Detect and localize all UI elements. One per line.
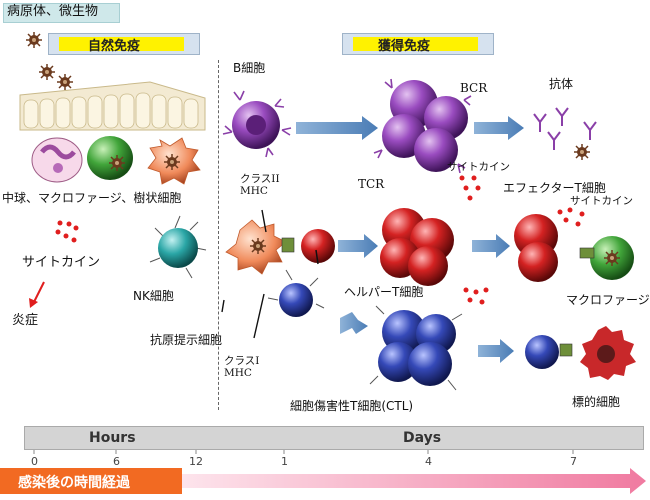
hours-label: Hours	[89, 430, 136, 446]
neutrophil-cell	[31, 137, 83, 183]
plasma-bcr	[373, 78, 472, 174]
tick-label: 12	[189, 455, 203, 468]
cytokine-dots-low	[463, 287, 489, 305]
macrophage-cell	[87, 136, 133, 180]
days-label: Days	[403, 430, 442, 446]
inflammation-arrow	[29, 281, 45, 308]
cytokine-dots-left	[55, 220, 79, 243]
cytotoxic-t-cell	[267, 269, 325, 317]
arrow-helper-to-cluster	[338, 234, 378, 258]
ctl-receptors	[369, 305, 463, 391]
innate-cells-label: 中球、マクロファージ、樹状細胞	[2, 191, 182, 205]
time-axis-title: 感染後の時間経過	[18, 475, 130, 491]
bcr-receptors	[222, 90, 292, 158]
adaptive-phase-highlight	[353, 37, 478, 51]
time-arrow	[182, 468, 646, 494]
helper-t-label: ヘルパーT細胞	[344, 285, 424, 299]
inflammation-label: 炎症	[12, 313, 39, 328]
b-cell	[232, 101, 280, 149]
target-cell-label: 標的細胞	[572, 395, 621, 409]
pathogen-label: 病原体、微生物	[7, 4, 99, 19]
arrow-plasma-to-antibody	[474, 116, 524, 140]
plasma-cell-cluster	[382, 80, 468, 172]
cytokine-label-right: サイトカイン	[570, 195, 633, 207]
effector-ctl	[525, 335, 573, 369]
tick-label: 4	[425, 455, 432, 468]
tick-label: 1	[281, 455, 288, 468]
arrow-bcell-to-plasma	[296, 116, 378, 140]
antibody-icons	[533, 107, 597, 150]
ctl-label: 細胞傷害性T細胞(CTL)	[290, 399, 414, 413]
nk-cell-label: NK細胞	[133, 289, 174, 303]
bcr-label: BCR	[460, 81, 488, 95]
class2-mhc-label: クラスII MHC	[240, 173, 280, 197]
cytokine-dots-mid	[459, 175, 481, 201]
antibody-label: 抗体	[549, 77, 574, 91]
pathogen-icon	[38, 63, 56, 81]
cytokine-dots-right	[557, 207, 585, 227]
pathogen-icon	[25, 31, 43, 49]
class1-mhc-label: クラスI MHC	[224, 355, 260, 379]
cytokine-label-left: サイトカイン	[22, 255, 101, 270]
tick-label: 6	[113, 455, 120, 468]
timeline-bar: Hours Days	[24, 426, 644, 450]
nk-cell	[149, 215, 207, 279]
innate-phase-label: 自然免疫	[88, 39, 141, 54]
antigen-presenting-cell	[225, 219, 295, 275]
dendritic-cell	[147, 137, 201, 185]
phase-divider	[218, 60, 219, 410]
tick-label: 7	[570, 455, 577, 468]
cytokine-label-mid: サイトカイン	[447, 161, 510, 173]
b-cell-label: B細胞	[233, 61, 266, 75]
effector-t-cells	[514, 214, 558, 282]
target-cell	[580, 326, 636, 380]
arrow-ctl-cluster-to-effector	[478, 339, 514, 363]
innate-phase-highlight	[59, 37, 184, 51]
tick-label: 0	[31, 455, 38, 468]
epithelium-illustration	[19, 81, 206, 131]
time-axis-title-box	[0, 468, 182, 494]
helper-t-cell	[301, 229, 335, 265]
macrophage-label: マクロファージ	[566, 293, 650, 307]
activated-macrophage	[579, 236, 634, 280]
adaptive-phase-label: 獲得免疫	[378, 39, 431, 54]
helper-t-cluster	[380, 208, 454, 286]
tcr-label: TCR	[358, 177, 385, 191]
annotation-arrows	[221, 209, 267, 339]
pathogen-icon	[56, 73, 74, 91]
arrow-ctl-to-cluster	[340, 312, 368, 334]
adaptive-phase-bar	[342, 33, 494, 55]
pathogen-icon	[573, 143, 591, 161]
ctl-cluster	[378, 310, 456, 386]
pathogen-label-box	[3, 3, 120, 23]
apc-label: 抗原提示細胞	[150, 333, 223, 347]
effector-t-label: エフェクターT細胞	[503, 181, 606, 195]
innate-phase-bar	[48, 33, 200, 55]
arrow-cluster-to-effector	[472, 234, 510, 258]
